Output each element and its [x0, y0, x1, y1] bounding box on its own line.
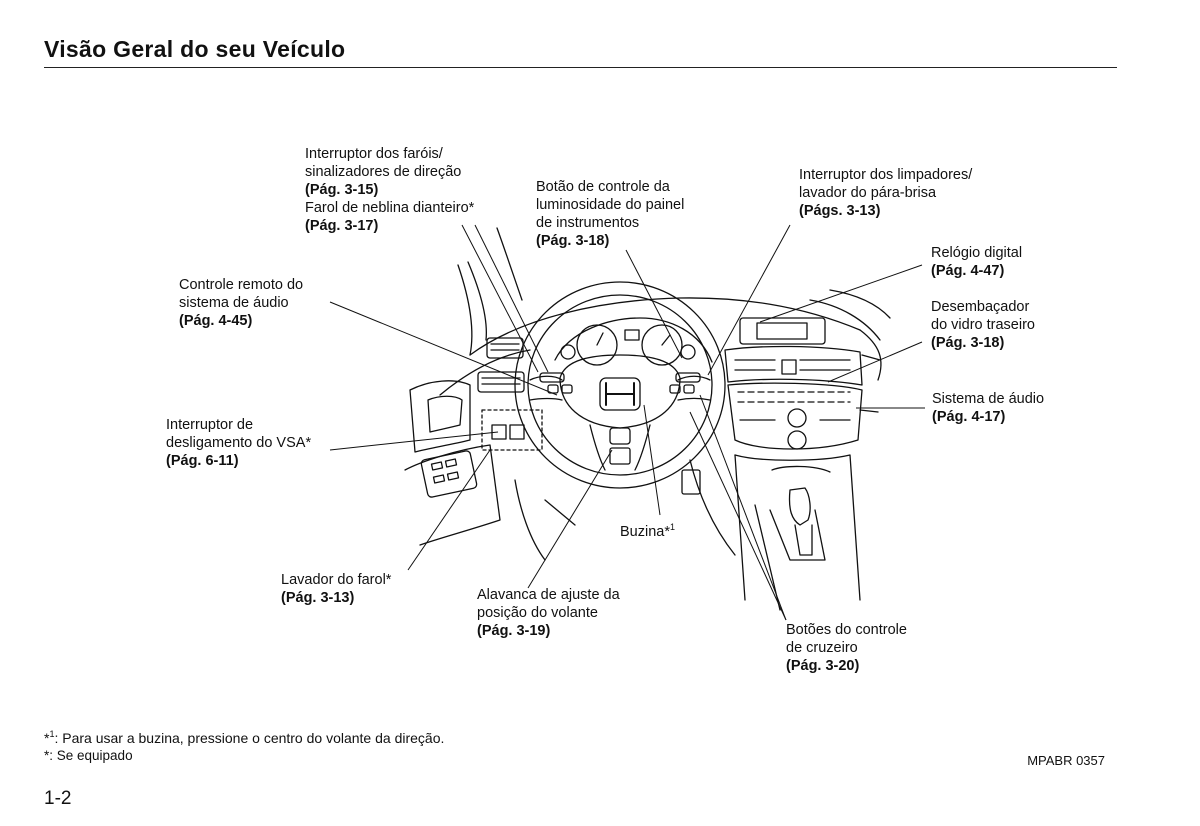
callout-text: sistema de áudio: [179, 295, 289, 311]
callout-text: Botões do controle: [786, 622, 907, 638]
callout-horn: Buzina*1: [620, 518, 675, 541]
leader-tilt: [527, 449, 613, 589]
callout-text: lavador do pára-brisa: [799, 185, 937, 201]
callout-page-ref: (Pág. 4-45): [179, 313, 253, 329]
callout-rear-defroster: Desembaçador do vidro traseiro (Pág. 3-1…: [931, 298, 1035, 352]
callout-page-ref: (Pág. 6-11): [166, 453, 239, 469]
callout-page-ref: (Pág. 3-17): [305, 218, 379, 234]
callout-headlight-washer: Lavador do farol* (Pág. 3-13): [281, 571, 391, 607]
leader-clock: [759, 264, 923, 323]
callout-page-ref: (Pág. 3-15): [305, 182, 379, 198]
callout-digital-clock: Relógio digital (Pág. 4-47): [931, 244, 1022, 280]
leader-audio-remote: [329, 301, 558, 396]
footnote-mark: *: [44, 730, 50, 746]
callout-audio-system: Sistema de áudio (Pág. 4-17): [932, 390, 1044, 426]
callout-text: Farol de neblina dianteiro*: [305, 200, 475, 216]
leader-wipers: [707, 224, 791, 376]
callout-text: Controle remoto do: [179, 277, 304, 293]
callout-text: de instrumentos: [536, 215, 640, 231]
callout-text: Buzina*: [620, 524, 670, 540]
callout-text: posição do volante: [477, 605, 598, 621]
leader-brightness: [625, 249, 683, 359]
callout-page-ref: (Pág. 3-13): [281, 590, 355, 606]
leader-cruise-1: [689, 411, 787, 621]
callout-page-ref: (Págs. 3-13): [799, 203, 881, 219]
callout-tilt-lever: Alavanca de ajuste da posição do volante…: [477, 586, 620, 640]
footnote-text: : Para usar a buzina, pressione o centro…: [54, 730, 445, 746]
callout-page-ref: (Pág. 3-18): [536, 233, 610, 249]
callout-headlight-switch: Interruptor dos faróis/ sinalizadores de…: [305, 145, 474, 235]
callout-text: Relógio digital: [931, 245, 1023, 261]
footnote-marker: 1: [669, 522, 675, 532]
leader-vsa: [329, 431, 499, 451]
callout-text: Interruptor dos limpadores/: [799, 167, 973, 183]
page-title: Visão Geral do seu Veículo: [44, 36, 346, 62]
footnote-sup: 1: [49, 729, 55, 739]
page-number: 1-2: [44, 788, 72, 809]
figure-code: MPABR 0357: [1027, 753, 1105, 768]
leader-headlight-washer: [407, 449, 491, 571]
callout-page-ref: (Pág. 4-47): [931, 263, 1005, 279]
callout-text: Interruptor dos faróis/: [305, 146, 443, 162]
callout-text: Desembaçador: [931, 299, 1030, 315]
callout-text: de cruzeiro: [786, 640, 858, 656]
callout-text: luminosidade do painel: [536, 197, 685, 213]
callout-brightness-control: Botão de controle da luminosidade do pai…: [536, 178, 684, 250]
footnote-horn: *1: Para usar a buzina, pressione o cent…: [44, 729, 444, 746]
leader-defroster: [827, 341, 923, 383]
callout-page-ref: (Pág. 3-19): [477, 623, 551, 639]
callout-text: Interruptor de: [166, 417, 254, 433]
callout-text: Lavador do farol*: [281, 572, 392, 588]
leader-headlights-1: [461, 224, 539, 373]
leader-cruise-2: [699, 394, 787, 621]
callout-page-ref: (Pág. 3-20): [786, 658, 860, 674]
callout-text: Sistema de áudio: [932, 391, 1045, 407]
callout-audio-remote: Controle remoto do sistema de áudio (Pág…: [179, 276, 303, 330]
callout-text: do vidro traseiro: [931, 317, 1035, 333]
callout-cruise-buttons: Botões do controle de cruzeiro (Pág. 3-2…: [786, 621, 907, 675]
callout-vsa-switch: Interruptor de desligamento do VSA* (Pág…: [166, 416, 311, 470]
callout-text: Alavanca de ajuste da: [477, 587, 620, 603]
callout-text: sinalizadores de direção: [305, 164, 462, 180]
callout-text: desligamento do VSA*: [166, 435, 312, 451]
callout-text: Botão de controle da: [536, 179, 670, 195]
callout-page-ref: (Pág. 4-17): [932, 409, 1006, 425]
footnote-equipped: *: Se equipado: [44, 748, 133, 763]
leader-horn: [643, 404, 661, 516]
callout-page-ref: (Pág. 3-18): [931, 335, 1005, 351]
callout-wiper-switch: Interruptor dos limpadores/ lavador do p…: [799, 166, 972, 220]
leader-headlights-2: [474, 224, 549, 373]
title-rule: [44, 67, 1117, 68]
